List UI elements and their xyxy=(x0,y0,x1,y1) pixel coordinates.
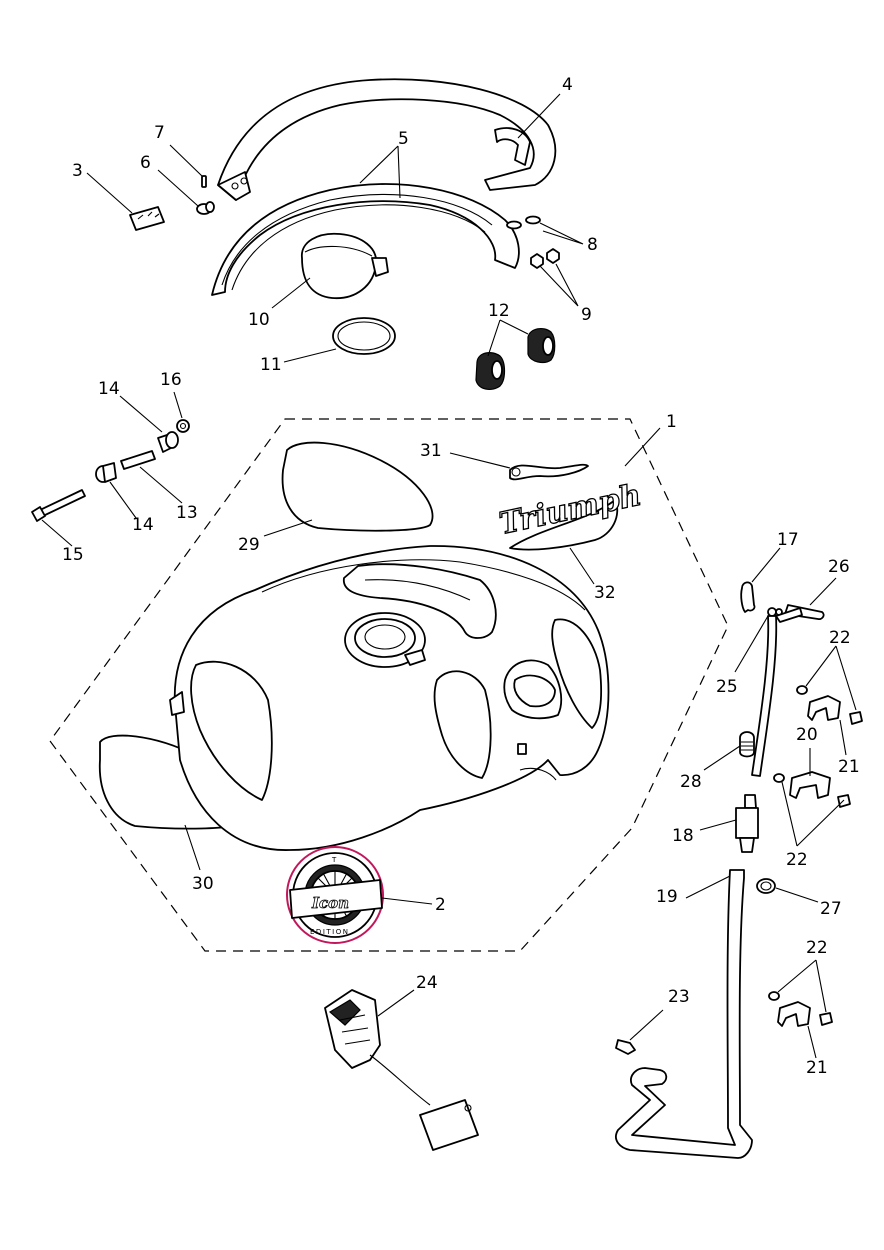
part-16-nut xyxy=(176,419,190,433)
badge-main-text: Icon xyxy=(311,894,349,912)
tank-assembly-boundary xyxy=(49,418,729,952)
callout-13: 13 xyxy=(176,503,198,523)
callout-28: 28 xyxy=(680,772,702,792)
callout-11: 11 xyxy=(260,355,282,375)
callout-17: 17 xyxy=(777,530,799,550)
part-14-bottom-spacer xyxy=(95,462,117,483)
callout-5: 5 xyxy=(398,129,409,149)
callout-18: 18 xyxy=(672,826,694,846)
part-3-clip xyxy=(129,206,165,231)
callout-7: 7 xyxy=(154,123,165,143)
part-6-bush xyxy=(196,201,215,215)
part-11-cap-seal xyxy=(332,317,396,355)
callout-14-bottom: 14 xyxy=(132,515,154,535)
part-21-lower-clip xyxy=(777,1001,811,1027)
callout-21-lower: 21 xyxy=(806,1058,828,1078)
part-31-trim xyxy=(509,463,589,481)
part-29-knee-pad-right xyxy=(281,441,434,532)
callout-29: 29 xyxy=(238,535,260,555)
callout-labels: 1 2 3 4 5 6 7 8 9 10 11 12 13 14 14 15 1… xyxy=(62,75,860,1078)
part-21-upper-clip xyxy=(807,695,841,721)
part-8-washers xyxy=(506,215,541,230)
part-12-rubber-mounts xyxy=(475,327,556,390)
part-22-screws-upper xyxy=(796,685,863,725)
badge-top-text: T xyxy=(331,856,338,864)
part-28-filter-spring xyxy=(739,731,755,758)
part-20-clip xyxy=(789,771,831,799)
fuel-tank-body xyxy=(169,545,610,851)
callout-25: 25 xyxy=(716,677,738,697)
callout-21-upper: 21 xyxy=(838,757,860,777)
callout-10: 10 xyxy=(248,310,270,330)
part-2-icon-badge: Icon T EDITION xyxy=(286,846,384,944)
callout-26: 26 xyxy=(828,557,850,577)
part-17-hose-elbow xyxy=(740,581,756,613)
part-22-screws-lower xyxy=(768,991,833,1026)
callout-22-lower: 22 xyxy=(806,938,828,958)
callout-9: 9 xyxy=(581,305,592,325)
callout-14-top: 14 xyxy=(98,379,120,399)
callout-15: 15 xyxy=(62,545,84,565)
part-24-fuel-pump xyxy=(324,989,479,1151)
callout-1: 1 xyxy=(666,412,677,432)
callout-27: 27 xyxy=(820,899,842,919)
badge-bottom-text: EDITION xyxy=(310,928,349,936)
part-27-hose-clamp xyxy=(756,878,776,894)
part-4-rear-cover xyxy=(217,78,557,201)
part-32-logo-badge: Triumph xyxy=(496,477,645,551)
callout-2: 2 xyxy=(435,895,446,915)
callout-3: 3 xyxy=(72,161,83,181)
callout-23: 23 xyxy=(668,987,690,1007)
part-26-breather-pipe xyxy=(751,604,825,777)
part-9-nuts xyxy=(530,248,560,269)
part-5-tank-strip xyxy=(211,183,520,296)
callout-30: 30 xyxy=(192,874,214,894)
callout-8: 8 xyxy=(587,235,598,255)
part-10-fuel-cap xyxy=(301,232,389,299)
callout-22-middle: 22 xyxy=(786,850,808,870)
part-14-top-spacer xyxy=(157,431,179,453)
part-18-inline-filter xyxy=(735,794,759,853)
callout-22-upper: 22 xyxy=(829,628,851,648)
part-15-bolt xyxy=(31,489,86,522)
callout-32: 32 xyxy=(594,583,616,603)
part-13-sleeve xyxy=(120,450,156,470)
part-7-pin xyxy=(201,175,207,188)
callout-4: 4 xyxy=(562,75,573,95)
callout-20: 20 xyxy=(796,725,818,745)
part-22-screws-middle xyxy=(773,773,851,808)
callout-24: 24 xyxy=(416,973,438,993)
callout-16: 16 xyxy=(160,370,182,390)
leader-lines xyxy=(41,93,857,1059)
callout-12: 12 xyxy=(488,301,510,321)
callout-19: 19 xyxy=(656,887,678,907)
part-23-clamp xyxy=(615,1039,636,1055)
part-19-drain-hose xyxy=(615,869,753,1159)
callout-31: 31 xyxy=(420,441,442,461)
callout-6: 6 xyxy=(140,153,151,173)
